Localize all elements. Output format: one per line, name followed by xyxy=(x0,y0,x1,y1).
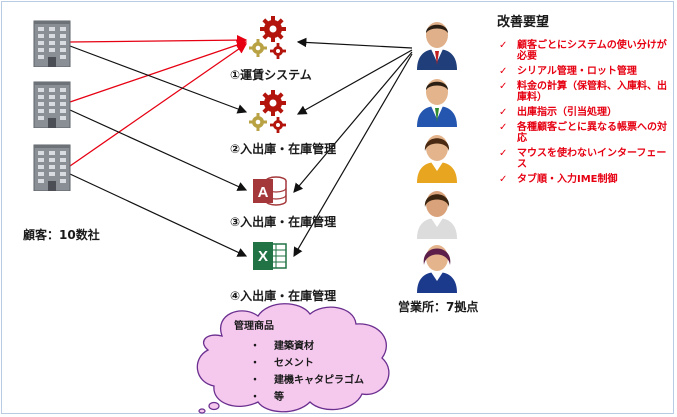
list-item: ・建築資材 xyxy=(250,338,364,355)
customer-building-icon xyxy=(33,143,71,195)
person-icon xyxy=(414,131,460,187)
sales-offices-label: 営業所：7拠点 xyxy=(398,300,479,314)
list-item: ・建機キャタピラゴム xyxy=(250,372,364,389)
bullet: ・ xyxy=(250,358,260,369)
customer3-to-system4-line xyxy=(69,173,248,257)
access-letter: A xyxy=(258,184,269,201)
managed-goods-cloud xyxy=(196,303,390,414)
list-item: ✓顧客ごとにシステムの使い分けが必要 xyxy=(499,40,667,62)
bullet: ・ xyxy=(250,375,260,386)
improvements-list: ✓顧客ごとにシステムの使い分けが必要 ✓シリアル管理・ロット管理 ✓料金の計算（… xyxy=(497,40,667,189)
access-db-icon: A xyxy=(252,175,288,211)
office-to-system3-line xyxy=(293,51,413,193)
list-item: ✓出庫指示（引当処理） xyxy=(499,107,617,118)
person-icon xyxy=(414,18,460,74)
check-icon: ✓ xyxy=(499,122,508,133)
office-to-system2-line xyxy=(296,49,413,115)
check-icon: ✓ xyxy=(499,66,508,77)
customer2-to-system3-line xyxy=(69,109,248,191)
person-icon xyxy=(414,75,460,131)
system-4-label: ④入出庫・在庫管理 xyxy=(230,289,337,303)
customer-building-icon xyxy=(33,19,71,71)
list-item: ✓マウスを使わないインターフェース xyxy=(499,148,667,170)
managed-goods-title: 管理商品 xyxy=(234,321,274,332)
system-2-label: ②入出庫・在庫管理 xyxy=(230,142,337,156)
person-icon xyxy=(414,241,460,297)
gears-icon xyxy=(247,16,293,64)
check-icon: ✓ xyxy=(499,174,508,185)
customer3-to-system1-line xyxy=(69,43,248,167)
check-icon: ✓ xyxy=(499,40,508,51)
customer1-to-system2-line xyxy=(69,45,248,114)
excel-letter: X xyxy=(258,248,268,265)
list-item: ✓シリアル管理・ロット管理 xyxy=(499,66,637,77)
customer2-to-system1-line xyxy=(69,40,248,103)
customer1-to-system1-line xyxy=(69,34,248,46)
gears-icon xyxy=(247,90,293,138)
bullet: ・ xyxy=(250,392,260,403)
check-icon: ✓ xyxy=(499,148,508,159)
excel-icon: X xyxy=(252,240,288,276)
person-icon xyxy=(414,187,460,243)
check-icon: ✓ xyxy=(499,81,508,92)
system-3-label: ③入出庫・在庫管理 xyxy=(230,215,337,229)
system-1-label: ①運賃システム xyxy=(230,68,312,82)
check-icon: ✓ xyxy=(499,107,508,118)
managed-goods-list: ・建築資材 ・セメント ・建機キャタピラゴム ・等 xyxy=(250,338,364,406)
improvements-title: 改善要望 xyxy=(497,15,550,30)
customer-building-icon xyxy=(33,80,71,132)
list-item: ・等 xyxy=(250,389,364,406)
office-to-system4-line xyxy=(293,53,413,258)
customers-label: 顧客：10数社 xyxy=(23,228,100,242)
list-item: ✓タブ順・入力IME制御 xyxy=(499,174,618,185)
office-to-system1-line xyxy=(296,37,413,49)
list-item: ✓各種顧客ごとに異なる帳票への対応 xyxy=(499,122,667,144)
list-item: ・セメント xyxy=(250,355,364,372)
bullet: ・ xyxy=(250,341,260,352)
list-item: ✓料金の計算（保管料、入庫料、出庫料） xyxy=(499,81,667,103)
